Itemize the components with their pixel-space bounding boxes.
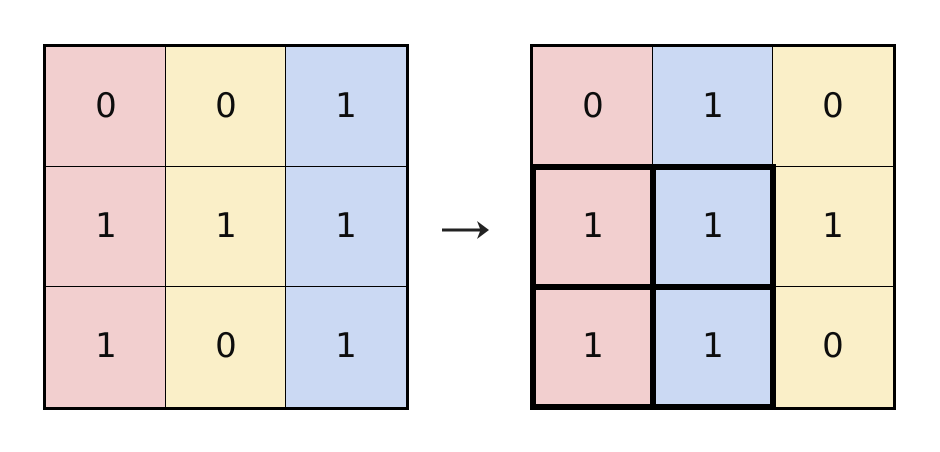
cell-value: 0 [822,86,844,126]
grid-cell[interactable]: 1 [165,166,287,288]
grid-cell[interactable]: 0 [165,286,287,408]
grid-cell[interactable]: 0 [532,46,654,168]
right-arrow-icon [437,205,495,255]
grid-cell[interactable]: 1 [45,286,167,408]
grid-cell[interactable]: 1 [285,166,407,288]
cell-value: 0 [215,326,237,366]
cell-value: 1 [95,326,117,366]
grid-cell[interactable]: 1 [652,286,774,408]
output-grid: 0 1 0 1 1 1 1 1 0 [530,44,896,410]
grid-cell[interactable]: 1 [652,166,774,288]
grid-cell[interactable]: 1 [532,166,654,288]
cell-value: 0 [95,86,117,126]
cell-value: 0 [215,86,237,126]
grid-cell[interactable]: 1 [532,286,654,408]
cell-value: 1 [95,206,117,246]
grid-cell[interactable]: 1 [45,166,167,288]
grid-cell[interactable]: 0 [165,46,287,168]
cell-value: 1 [335,206,357,246]
cell-value: 1 [215,206,237,246]
cell-value: 1 [335,326,357,366]
input-grid: 0 0 1 1 1 1 1 0 1 [43,44,409,410]
cell-value: 1 [822,206,844,246]
cell-value: 1 [702,326,724,366]
grid-cell[interactable]: 1 [652,46,774,168]
cell-value: 1 [335,86,357,126]
cell-value: 1 [582,326,604,366]
grid-cell[interactable]: 1 [772,166,894,288]
cell-value: 1 [702,86,724,126]
grid-cell[interactable]: 1 [285,46,407,168]
cell-value: 1 [702,206,724,246]
cell-value: 1 [582,206,604,246]
cell-value: 0 [822,326,844,366]
grid-cell[interactable]: 0 [772,286,894,408]
cell-value: 0 [582,86,604,126]
grid-cell[interactable]: 1 [285,286,407,408]
grid-cell[interactable]: 0 [45,46,167,168]
grid-cell[interactable]: 0 [772,46,894,168]
